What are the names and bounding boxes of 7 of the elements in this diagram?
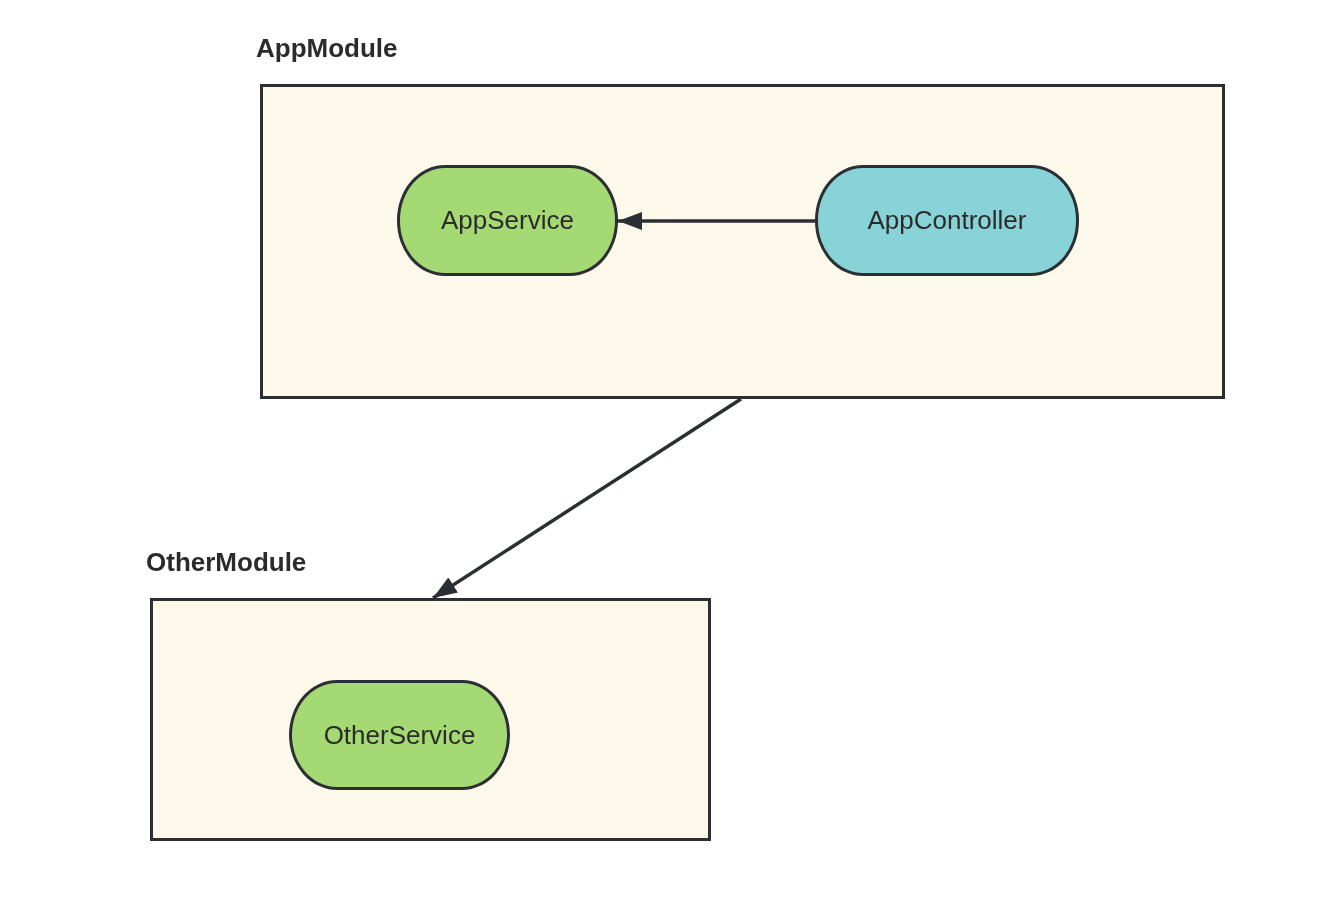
pill-label: OtherService (323, 719, 476, 751)
module-title: AppModule (256, 33, 398, 64)
module-title: OtherModule (146, 547, 307, 578)
arrow (432, 397, 742, 600)
pill-label: AppController (867, 205, 1027, 236)
pill-label: AppService (441, 205, 574, 236)
arrow (618, 212, 815, 230)
